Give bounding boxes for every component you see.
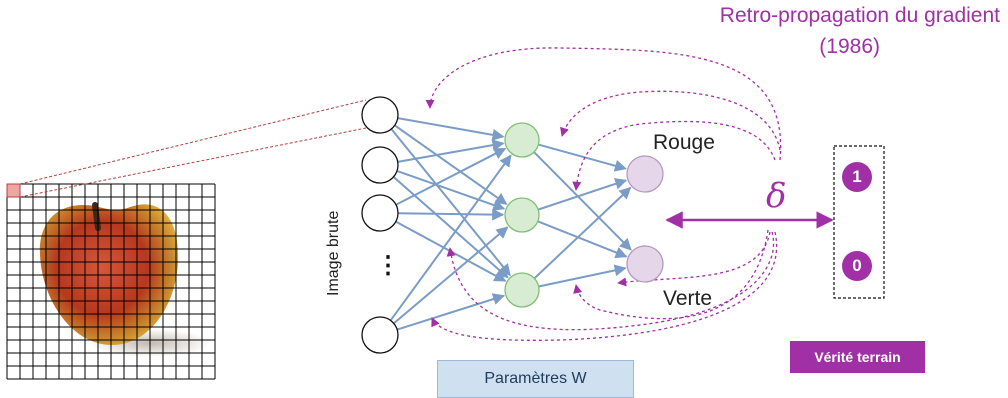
connection-arrow [393, 226, 509, 325]
input-neuron [361, 146, 399, 184]
delta-symbol: δ [766, 176, 787, 216]
ellipsis-icon: ⋮ [376, 252, 400, 279]
ground-truth-label: Vérité terrain [790, 341, 925, 373]
connection-arrow [397, 139, 505, 163]
output-label-rouge: Rouge [653, 131, 715, 154]
connection-arrow [396, 293, 506, 331]
connection-arrow [533, 151, 632, 251]
output-label-verte: Verte [663, 287, 713, 310]
connection-arrow [389, 154, 512, 322]
ground-truth-box [833, 145, 885, 299]
input-neuron [361, 194, 399, 232]
output-neuron [626, 245, 664, 283]
connection-arrow [397, 208, 505, 221]
connection-arrow [537, 220, 628, 259]
hidden-neuron [504, 122, 540, 158]
highlighted-pixel [6, 183, 21, 198]
connection-arrow [394, 124, 508, 205]
connection-arrow [396, 170, 506, 211]
connection-arrow [533, 186, 632, 280]
connection-arrow [390, 128, 511, 277]
output-neuron [626, 155, 664, 193]
connection-arrow [538, 264, 627, 288]
pixel-grid [6, 183, 216, 380]
pixel-projection-lines [19, 99, 367, 198]
hidden-neuron [504, 197, 540, 233]
connection-arrow [537, 178, 628, 211]
apple-image [39, 202, 210, 357]
input-neuron [361, 316, 399, 354]
network-connections [389, 117, 632, 331]
input-layer-label: Image brute [325, 210, 342, 296]
connection-arrow [538, 143, 627, 172]
connection-arrow [392, 176, 509, 279]
title-line-2: (1986) [819, 35, 880, 58]
backprop-arrows [425, 47, 782, 341]
connection-arrow [395, 147, 507, 206]
ground-truth-value-1: 1 [842, 162, 872, 192]
parameters-box: Paramètres W [437, 360, 634, 398]
hidden-neuron [504, 272, 540, 308]
title-line-1: Retro-propagation du gradient [719, 4, 1000, 27]
ground-truth-value-0: 0 [842, 251, 872, 281]
neuron-nodes [361, 96, 664, 354]
connection-arrow [397, 117, 505, 141]
input-neuron [361, 96, 399, 134]
